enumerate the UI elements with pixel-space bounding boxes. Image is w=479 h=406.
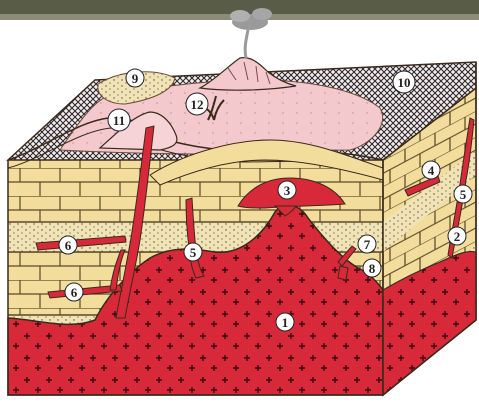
svg-text:2: 2 [454,229,461,244]
svg-text:11: 11 [113,113,125,128]
svg-text:10: 10 [398,75,411,90]
svg-text:6: 6 [65,238,72,253]
smoke-plume [230,8,272,58]
svg-text:3: 3 [284,183,291,198]
label-9: 9 [126,69,144,87]
svg-text:6: 6 [71,285,78,300]
label-3: 3 [278,181,296,199]
label-1: 1 [276,313,294,331]
svg-text:9: 9 [132,71,139,86]
svg-text:7: 7 [364,237,371,252]
label-8: 8 [363,259,381,277]
label-5-side: 5 [454,185,472,203]
label-4: 4 [422,161,440,179]
svg-text:5: 5 [190,245,197,260]
svg-text:1: 1 [282,315,289,330]
label-11: 11 [108,109,130,131]
label-2: 2 [448,227,466,245]
label-6-lower: 6 [65,283,83,301]
svg-text:5: 5 [460,187,467,202]
svg-text:8: 8 [369,261,376,276]
label-10: 10 [393,71,415,93]
label-6-upper: 6 [59,236,77,254]
label-12: 12 [186,93,208,115]
svg-text:12: 12 [191,97,204,112]
label-5-front: 5 [184,243,202,261]
svg-text:4: 4 [428,163,435,178]
label-7: 7 [358,235,376,253]
